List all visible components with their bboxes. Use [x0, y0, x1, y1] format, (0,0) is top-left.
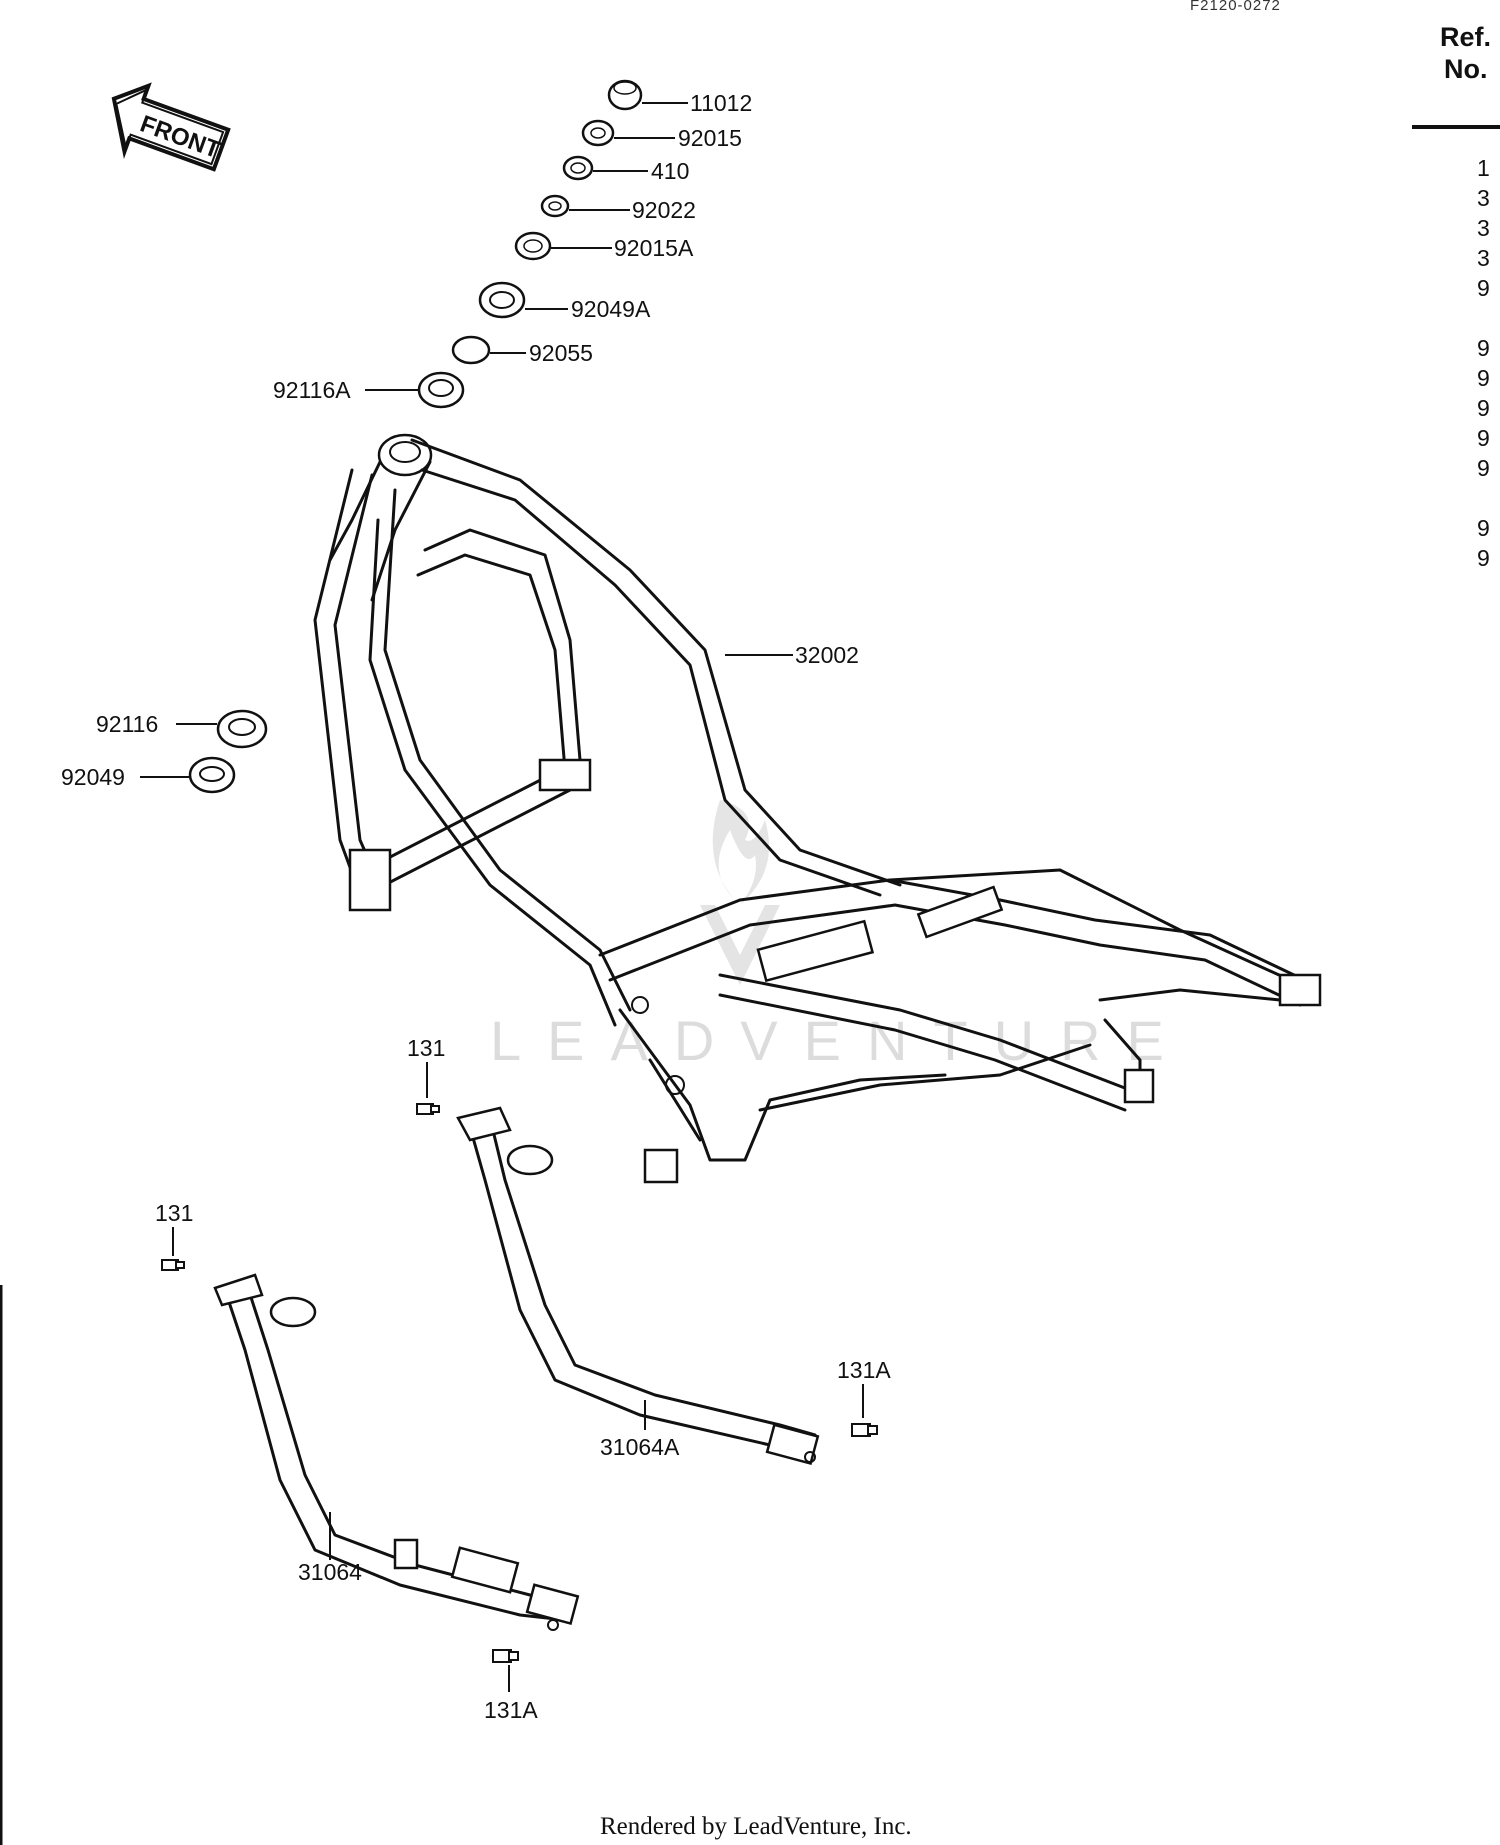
ref-number: 9: [1477, 395, 1490, 421]
callout-131A-right: 131A: [837, 1357, 891, 1383]
footer-credit: Rendered by LeadVenture, Inc.: [600, 1813, 912, 1840]
oring-92055: [451, 335, 491, 365]
callout-31064A: 31064A: [600, 1434, 680, 1460]
lockwasher-92022: [540, 194, 570, 218]
cap-11012: [607, 79, 643, 111]
ref-number: 9: [1477, 335, 1490, 361]
callout-92015: 92015: [678, 125, 742, 151]
diagram-code: F2120-0272: [1190, 0, 1281, 14]
downtube-31064: 31064: [213, 1273, 580, 1631]
ref-table: Ref. No. 1 3 3 3 9 9 9 9 9 9 9 9: [1412, 22, 1500, 571]
steering-head: [377, 433, 433, 477]
ref-number: 1: [1477, 155, 1490, 181]
watermark-flame-icon: [712, 800, 770, 905]
ref-number: 9: [1477, 275, 1490, 301]
bearing-92116: [216, 709, 268, 749]
downtube-31064A: 31064A: [456, 1106, 820, 1466]
bolt-131-upper: 131: [407, 1035, 445, 1115]
ref-header-line2: No.: [1444, 54, 1488, 84]
callout-92055: 92055: [529, 340, 593, 366]
watermark-text: LEADVENTURE: [490, 1009, 1190, 1072]
ref-number: 9: [1477, 425, 1490, 451]
bolt-131A-right: 131A: [837, 1357, 891, 1437]
front-arrow: FRONT: [111, 82, 231, 172]
callout-410: 410: [651, 158, 689, 184]
ref-header-line1: Ref.: [1440, 22, 1491, 52]
callout-92116A: 92116A: [273, 377, 351, 403]
lower-bearing-parts: 92116 92049: [61, 709, 268, 794]
ref-number: 9: [1477, 365, 1490, 391]
watermark: LEADVENTURE: [490, 800, 1190, 1072]
callout-32002: 32002: [795, 642, 859, 668]
ref-number: 9: [1477, 455, 1490, 481]
callout-92116: 92116: [96, 711, 158, 737]
callout-131-lower: 131: [155, 1200, 193, 1226]
callout-31064: 31064: [298, 1559, 362, 1585]
callout-11012: 11012: [690, 90, 752, 116]
ref-number: 3: [1477, 185, 1490, 211]
bolt-131-lower: 131: [155, 1200, 193, 1271]
ref-number: 9: [1477, 515, 1490, 541]
seal-92049: [188, 756, 236, 794]
ref-number: 9: [1477, 545, 1490, 571]
bolt-131A-bottom: 131A: [484, 1649, 538, 1723]
ref-number: 3: [1477, 245, 1490, 271]
steering-stack: 11012 92015 410 92022 92015A 92049A 9205…: [273, 79, 752, 409]
seal-92049A: [478, 281, 526, 319]
callout-131A-bottom: 131A: [484, 1697, 538, 1723]
callout-92022: 92022: [632, 197, 696, 223]
callout-92049A: 92049A: [571, 296, 651, 322]
main-frame-32002: 32002: [313, 433, 1322, 1184]
nut-92015: [581, 119, 615, 147]
nut-92015A: [514, 231, 552, 261]
callout-92049: 92049: [61, 764, 125, 790]
callout-131-upper: 131: [407, 1035, 445, 1061]
bearing-92116A: [417, 371, 465, 409]
washer-410: [562, 155, 594, 181]
ref-number: 3: [1477, 215, 1490, 241]
callout-92015A: 92015A: [614, 235, 694, 261]
